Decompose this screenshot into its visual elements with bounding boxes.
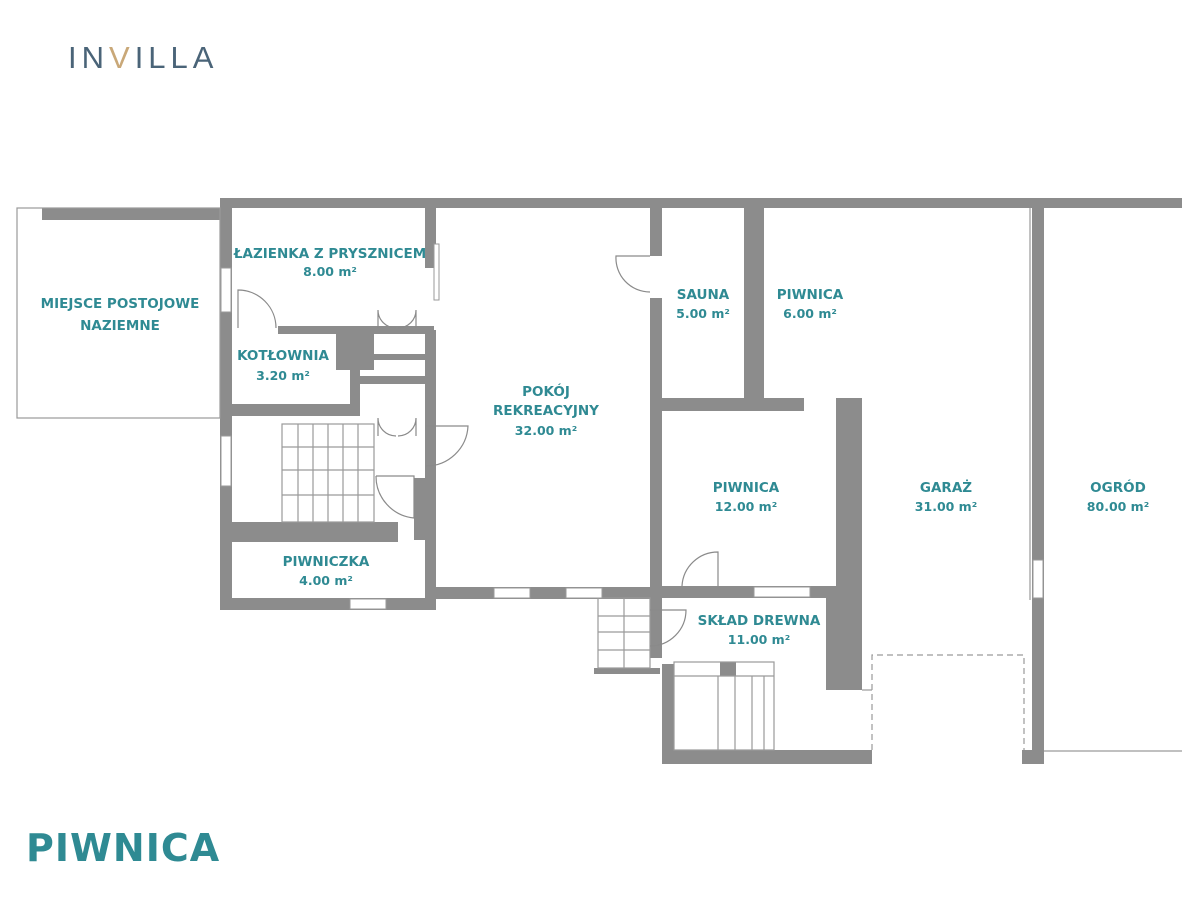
wall-stair-bottom [232, 522, 398, 542]
room-piwnica6-area: 6.00 m² [783, 306, 837, 321]
door-closet-2 [377, 417, 417, 437]
wall-sauna-right [744, 208, 764, 398]
room-ogrod-name: OGRÓD [1090, 478, 1146, 496]
wall-top [220, 198, 1182, 208]
room-piwniczka-name: PIWNICZKA [283, 554, 370, 570]
door-piwnica12 [681, 551, 719, 587]
wall-sklad-left [650, 598, 662, 658]
doors [237, 255, 719, 647]
wall-kotlownia-block [336, 326, 374, 370]
room-piwnica6-name: PIWNICA [777, 287, 844, 303]
wall-kotlownia-bottom [232, 404, 360, 416]
window-lazienka-right [433, 243, 440, 301]
room-piwnica12-area: 12.00 m² [715, 499, 777, 514]
wall-piwnica12-bottom [660, 586, 840, 598]
window-garden [1032, 559, 1044, 599]
garage-door-dashed [871, 654, 1025, 750]
window-rec-1 [493, 587, 531, 599]
room-sklad-name: SKŁAD DREWNA [698, 613, 821, 629]
wall-sauna-left [650, 208, 662, 256]
room-lazienka-name: ŁAZIENKA Z PRYSZNICEM [233, 246, 426, 262]
room-rekreacyjny-area: 32.00 m² [515, 423, 577, 438]
room-lazienka-area: 8.00 m² [303, 264, 357, 279]
room-ogrod-area: 80.00 m² [1087, 499, 1149, 514]
room-sauna-area: 5.00 m² [676, 306, 730, 321]
wall-top-parking [42, 208, 222, 220]
door-stairs [375, 475, 415, 519]
room-piwnica12-name: PIWNICA [713, 480, 780, 496]
walls [42, 198, 1182, 764]
room-sklad-area: 11.00 m² [728, 632, 790, 647]
wall-kotlownia-right [350, 365, 360, 415]
room-rekreacyjny-name: POKÓJ [522, 382, 570, 400]
wall-left [220, 198, 232, 610]
window-piwniczka [349, 598, 387, 610]
room-kotlownia-area: 3.20 m² [256, 368, 310, 383]
parking-outline [16, 207, 221, 419]
wall-garden-foot [1022, 750, 1044, 764]
wall-closet-low [372, 354, 434, 360]
wall-sklad-post [720, 662, 736, 676]
staircase-main [281, 423, 375, 523]
door-lazienka [237, 289, 277, 329]
window-lazienka [220, 267, 232, 313]
room-garaz-name: GARAŻ [920, 479, 972, 496]
room-garaz-area: 31.00 m² [915, 499, 977, 514]
door-closet-1 [377, 309, 417, 329]
room-rekreacyjny-name2: REKREACYJNY [493, 403, 599, 419]
room-sauna-name: SAUNA [677, 287, 730, 303]
door-sklad [649, 609, 687, 647]
room-labels: ŁAZIENKA Z PRYSZNICEM 8.00 m² MIEJSCE PO… [41, 246, 1150, 647]
outlines [16, 207, 1182, 752]
staircase-sklad [673, 661, 775, 751]
door-sauna [615, 255, 651, 293]
wall-entry-step [594, 668, 660, 674]
wall-bottom-mid [432, 587, 660, 599]
wall-rec-left-low [425, 330, 436, 598]
room-parking-name: MIEJSCE POSTOJOWE [41, 296, 200, 312]
logo-text-suffix: ILLA [134, 40, 219, 75]
door-recreation [425, 425, 469, 467]
wall-bottom-left [220, 598, 436, 610]
wall-sauna-left-low [650, 298, 662, 598]
wall-closet-top [360, 376, 426, 384]
wall-closet-mid [372, 326, 434, 334]
logo-text-prefix: IN [68, 40, 109, 75]
room-kotlownia-name: KOTŁOWNIA [237, 348, 329, 364]
room-parking-name2: NAZIEMNE [80, 318, 160, 334]
window-rec-2 [565, 587, 603, 599]
windows [220, 243, 1044, 610]
wall-rec-left [425, 208, 436, 268]
window-stairs [220, 435, 232, 487]
invilla-logo: INVILLA [68, 40, 218, 76]
wall-garage-post [826, 586, 848, 690]
logo-text-accent: V [109, 40, 135, 75]
staircase-entry [597, 597, 651, 669]
wall-lazienka-bottom [278, 326, 338, 334]
wall-sklad-lower-left [662, 664, 674, 764]
floor-title: PIWNICA [26, 826, 221, 870]
wall-sklad-bottom [662, 750, 872, 764]
wall-garden-left [1032, 208, 1044, 764]
wall-stair-right [414, 478, 426, 540]
stairs-sklad-box [673, 661, 775, 751]
window-piwnica12 [753, 586, 811, 598]
wall-piwnica-bottom [660, 398, 804, 411]
room-piwniczka-area: 4.00 m² [299, 573, 353, 588]
